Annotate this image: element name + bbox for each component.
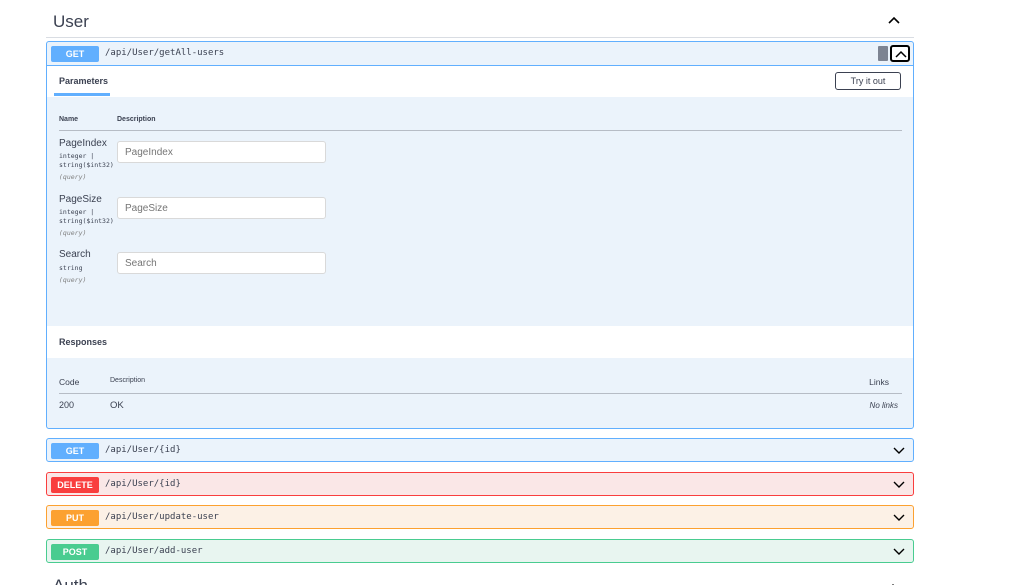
pagesize-input[interactable] [117, 197, 326, 219]
method-badge: DELETE [51, 477, 99, 493]
resp-header-code: Code [59, 377, 80, 387]
endpoint-path: /api/User/add-user [105, 546, 203, 556]
divider [59, 393, 902, 394]
param-type: integer | string($int32) [59, 152, 114, 169]
param-name: PageIndex [59, 138, 107, 149]
divider [59, 130, 902, 131]
col-header-description: Description [117, 116, 156, 123]
search-input[interactable] [117, 252, 326, 274]
param-name: Search [59, 249, 91, 260]
endpoint-path: /api/User/{id} [105, 445, 181, 455]
opblock-summary[interactable]: DELETE /api/User/{id} [47, 473, 913, 497]
opblock-delete-user[interactable]: DELETE /api/User/{id} [46, 472, 914, 496]
tab-parameters[interactable]: Parameters [59, 76, 109, 86]
col-header-name: Name [59, 116, 79, 123]
method-badge: PUT [51, 510, 99, 526]
opblock-get-all-users: GET /api/User/getAll-users Parameters Tr… [46, 41, 914, 429]
endpoint-path: /api/User/update-user [105, 512, 219, 522]
opblock-summary[interactable]: POST /api/User/add-user [47, 540, 913, 564]
chevron-up-icon[interactable] [886, 12, 902, 28]
resp-header-description: Description [110, 377, 146, 384]
method-badge: GET [51, 443, 99, 459]
chevron-down-icon[interactable] [893, 546, 905, 558]
response-code: 200 [59, 400, 75, 410]
method-badge: POST [51, 544, 99, 560]
responses-title: Responses [59, 337, 108, 347]
chevron-down-icon[interactable] [893, 479, 905, 491]
param-type: integer | string($int32) [59, 208, 114, 225]
param-in: (query) [59, 173, 87, 181]
tag-title-auth[interactable]: Auth [53, 576, 88, 585]
chevron-up-icon[interactable] [886, 580, 900, 585]
tag-header-user[interactable]: User [46, 0, 914, 38]
chevron-down-icon[interactable] [893, 512, 905, 524]
opblock-add-user[interactable]: POST /api/User/add-user [46, 539, 914, 563]
method-badge: GET [51, 46, 99, 62]
pageindex-input[interactable] [117, 141, 326, 163]
parameters-header: Parameters Try it out [47, 66, 913, 97]
copy-icon[interactable] [878, 46, 888, 61]
responses-header: Responses [47, 326, 913, 358]
tab-underline [54, 93, 110, 96]
resp-header-links: Links [869, 377, 889, 387]
tag-title: User [53, 12, 89, 31]
param-name: PageSize [59, 194, 102, 205]
opblock-summary[interactable]: GET /api/User/getAll-users [47, 42, 913, 66]
endpoint-path: /api/User/getAll-users [105, 48, 225, 58]
param-in: (query) [59, 229, 87, 237]
response-links: No links [869, 401, 898, 410]
param-in: (query) [59, 276, 87, 284]
try-it-out-button[interactable]: Try it out [835, 72, 901, 90]
chevron-down-icon[interactable] [893, 445, 905, 457]
chevron-up-icon [895, 50, 907, 58]
opblock-get-user-by-id[interactable]: GET /api/User/{id} [46, 438, 914, 462]
opblock-summary[interactable]: GET /api/User/{id} [47, 439, 913, 463]
opblock-update-user[interactable]: PUT /api/User/update-user [46, 505, 914, 529]
collapse-button[interactable] [890, 45, 910, 62]
response-description: OK [110, 400, 124, 411]
param-type: string [59, 264, 83, 272]
endpoint-path: /api/User/{id} [105, 479, 181, 489]
opblock-summary[interactable]: PUT /api/User/update-user [47, 506, 913, 530]
